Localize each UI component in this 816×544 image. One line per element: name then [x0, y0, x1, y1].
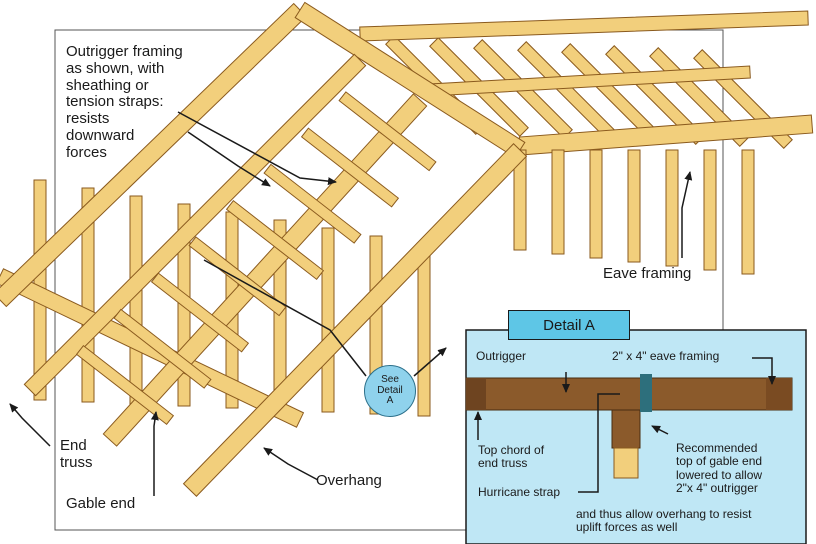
detail-top-chord-label: Top chord of end truss: [478, 443, 545, 471]
outrigger-member: [113, 308, 212, 389]
top-chord-end: [466, 378, 486, 410]
hurricane-strap-shape: [640, 374, 652, 412]
wall-stud: [589, 149, 603, 259]
gable-stud: [417, 243, 431, 417]
detail-outrigger-label: Outrigger: [476, 349, 527, 363]
gable-end-label: Gable end: [66, 495, 136, 512]
eave-framing-end: [766, 378, 792, 410]
outrigger-member: [263, 163, 362, 244]
outrigger-beam: [465, 377, 793, 411]
outrigger-member: [150, 272, 250, 353]
eave-framing-label: Eave framing: [603, 265, 692, 282]
see-detail-a-callout[interactable]: See Detail A: [364, 365, 416, 417]
outrigger-member: [300, 127, 400, 208]
ridge-board: [359, 10, 809, 42]
detail-hurricane-strap-label: Hurricane strap: [478, 485, 561, 499]
overhang-rafter: [182, 143, 528, 497]
gable-end-post: [611, 409, 641, 449]
wall-stud: [703, 149, 717, 271]
wall-stud: [551, 149, 565, 255]
outrigger-framing-note: Outrigger framing as shown, with sheathi…: [66, 43, 183, 161]
wall-stud: [665, 149, 679, 267]
detail-a-title: Detail A: [508, 310, 630, 340]
outrigger-top-chord: [23, 53, 367, 397]
overhang-label: Overhang: [316, 472, 382, 489]
outrigger-member: [188, 236, 287, 317]
end-truss-rafter: [294, 1, 526, 159]
end-truss-label: End truss: [60, 437, 93, 471]
wood-framing: [0, 1, 814, 497]
outrigger-member: [75, 344, 175, 426]
wall-stud: [627, 149, 641, 263]
detail-eave-framing-label: 2" x 4" eave framing: [612, 349, 720, 363]
detail-a-panel: [465, 329, 807, 544]
detail-bottom-note: and thus allow overhang to resist uplift…: [576, 507, 752, 535]
end-truss-rafter: [0, 2, 307, 308]
gable-stud: [613, 447, 639, 479]
outrigger-member: [225, 199, 325, 281]
wall-stud: [741, 149, 755, 275]
gable-stud: [321, 227, 335, 413]
leader-lines: [9, 111, 693, 496]
outrigger-member: [338, 91, 437, 172]
detail-recommended-label: Recommended top of gable end lowered to …: [676, 441, 763, 496]
